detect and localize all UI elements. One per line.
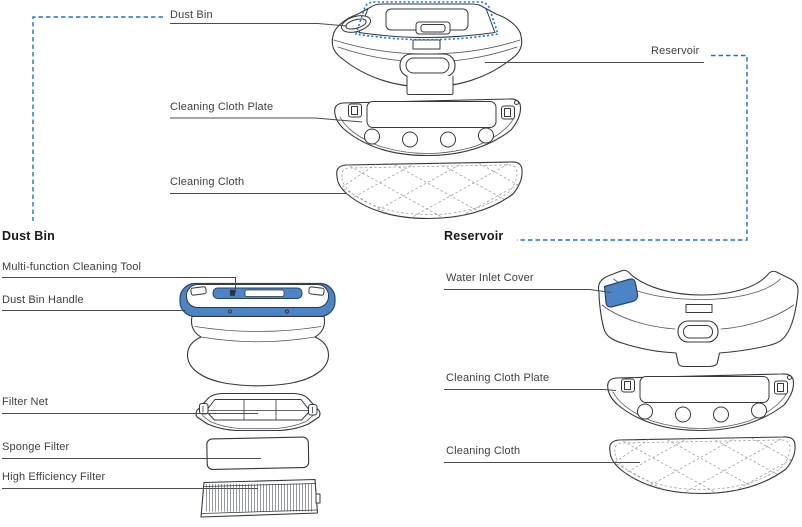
heading-dust-bin: Dust Bin xyxy=(2,229,55,243)
leader-cleaning-cloth-plate-top xyxy=(170,117,363,123)
reservoir-handle-grip xyxy=(677,320,719,343)
plate-clip-right xyxy=(501,105,515,120)
heading-reservoir: Reservoir xyxy=(444,229,504,243)
dust-bin-highlight-outline xyxy=(354,1,500,41)
leader-dust-bin xyxy=(170,23,348,27)
label-dust-bin-handle: Dust Bin Handle xyxy=(2,294,84,306)
robot-rear-view-illustration xyxy=(331,1,523,95)
label-high-efficiency-filter: High Efficiency Filter xyxy=(2,471,106,483)
connector-dust-bin-section xyxy=(32,16,163,221)
cleaning-cloth-plate-illustration-2 xyxy=(607,373,795,432)
label-filter-net: Filter Net xyxy=(2,396,49,408)
cleaning-cloth-plate-illustration xyxy=(334,98,522,157)
filter-net-illustration xyxy=(195,392,321,432)
sponge-filter-illustration xyxy=(206,436,310,471)
label-water-inlet-cover: Water Inlet Cover xyxy=(446,272,534,284)
reservoir-illustration xyxy=(597,269,799,368)
label-multi-function-cleaning-tool: Multi-function Cleaning Tool xyxy=(2,261,142,273)
plate-clip-left xyxy=(348,103,362,118)
dust-bin-illustration xyxy=(179,282,336,387)
leader-cleaning-cloth-plate-right xyxy=(444,389,617,391)
label-cleaning-cloth-2: Cleaning Cloth xyxy=(446,445,521,457)
reservoir-handle xyxy=(399,53,456,78)
label-reservoir: Reservoir xyxy=(651,45,700,57)
cleaning-cloth-illustration-2 xyxy=(559,431,802,515)
dust-bin-release-button xyxy=(340,15,372,33)
cleaning-cloth-illustration xyxy=(336,161,523,220)
leader-water-inlet-cover xyxy=(444,289,612,293)
water-inlet-cover-part xyxy=(603,278,639,308)
label-dust-bin: Dust Bin xyxy=(170,9,213,21)
multi-function-cleaning-tool-part xyxy=(230,289,235,296)
label-cleaning-cloth: Cleaning Cloth xyxy=(170,176,245,188)
connector-reservoir-section xyxy=(517,54,748,241)
label-sponge-filter: Sponge Filter xyxy=(2,441,70,453)
high-efficiency-filter-illustration xyxy=(200,478,321,518)
label-cleaning-cloth-plate: Cleaning Cloth Plate xyxy=(170,101,274,113)
leader-multi-function-cleaning-tool xyxy=(2,277,236,294)
label-cleaning-cloth-plate-2: Cleaning Cloth Plate xyxy=(446,372,550,384)
